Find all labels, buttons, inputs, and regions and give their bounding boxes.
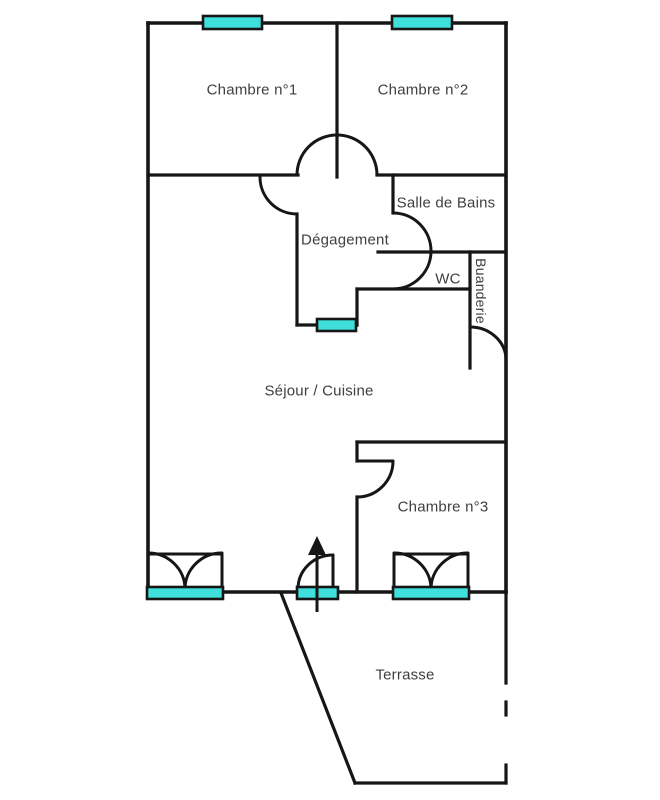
room-label-chambre2: Chambre n°2 (377, 81, 469, 99)
room-label-terrasse: Terrasse (375, 666, 435, 684)
room-label-chambre3: Chambre n°3 (397, 498, 489, 516)
door-arc-buanderie (468, 325, 508, 362)
window-degagement (315, 317, 358, 333)
window-chambre2 (390, 14, 454, 31)
french-door-right-arc-b (429, 551, 470, 591)
terrace-edge-west-diagonal (278, 590, 358, 786)
room-label-salle-de-bains: Salle de Bains (396, 194, 496, 212)
french-door-left-arc-b (183, 551, 224, 591)
entrance-arrow-head (308, 536, 326, 555)
door-arc-entrance (296, 553, 335, 591)
room-label-sejour-cuisine: Séjour / Cuisine (264, 382, 374, 400)
sill-french-door-right (391, 585, 471, 601)
door-arc-chambres (295, 133, 379, 177)
window-chambre1 (201, 14, 264, 31)
terrace-outline (278, 590, 508, 786)
french-door-left-arc-a (146, 551, 187, 591)
room-label-wc: WC (435, 270, 461, 288)
door-arc-degagement (258, 175, 299, 216)
french-door-right-arc-a (392, 551, 433, 591)
room-label-chambre1: Chambre n°1 (206, 81, 298, 99)
room-label-degagement: Dégagement (301, 231, 389, 249)
room-label-buanderie: Buanderie (473, 258, 489, 324)
door-arc-sdb-wc (391, 211, 433, 291)
door-arc-chambre3 (355, 459, 395, 499)
sill-french-door-left (145, 585, 225, 601)
windows (145, 14, 471, 601)
door-swings (146, 133, 508, 591)
entrance-arrow (308, 536, 326, 612)
